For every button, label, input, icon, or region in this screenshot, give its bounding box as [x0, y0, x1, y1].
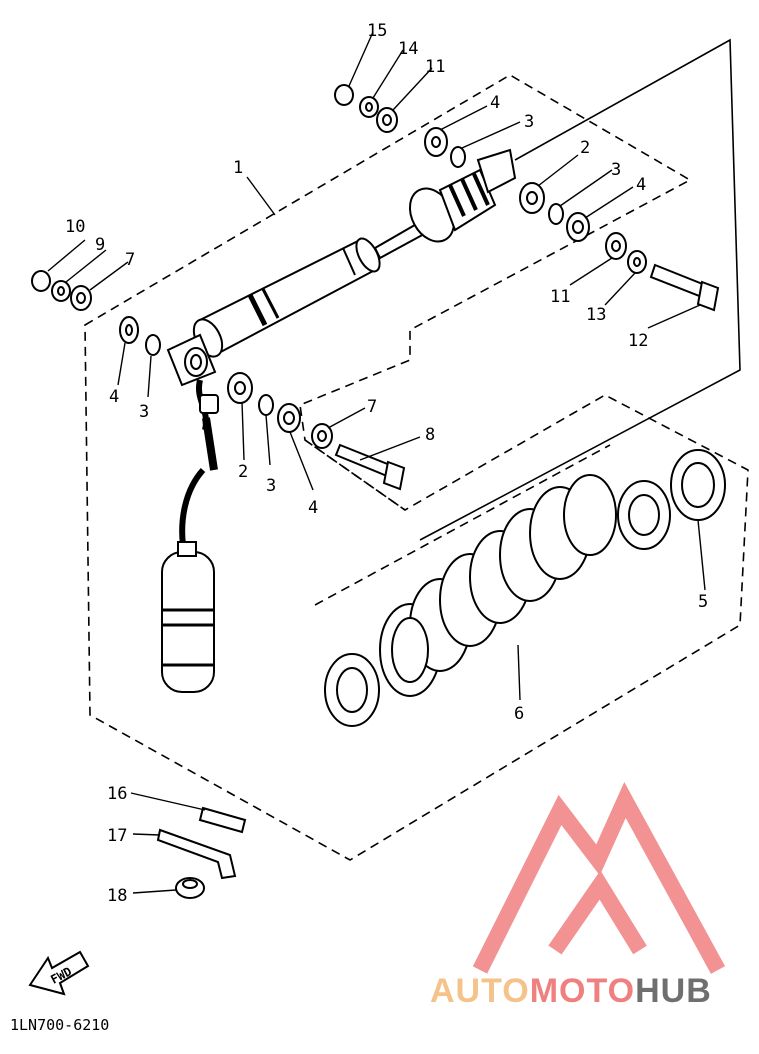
- coil-spring: [379, 474, 617, 697]
- callout-label: 10: [65, 217, 85, 237]
- callout-label: 16: [107, 784, 127, 804]
- callout-label: 7: [367, 397, 377, 417]
- hardware-parts: [31, 84, 720, 491]
- callout-numbers: 1 2 3 4 2 3 4 3 4 3 4 5 6 7 7 8 9 10 11 …: [65, 21, 708, 906]
- callout-label: 18: [107, 886, 127, 906]
- solid-group-outline: [419, 38, 741, 541]
- callout-label: 17: [107, 826, 127, 846]
- callout-label: 7: [125, 250, 135, 270]
- callout-label: 14: [398, 39, 418, 59]
- callout-label: 6: [514, 704, 524, 724]
- callout-label: 11: [425, 57, 445, 77]
- callout-label: 11: [550, 287, 570, 307]
- spring-seats: [324, 449, 726, 727]
- callout-label: 4: [636, 175, 646, 195]
- callout-label: 4: [109, 387, 119, 407]
- callout-label: 2: [580, 138, 590, 158]
- shock-absorber: [166, 148, 517, 387]
- callout-label: 13: [586, 305, 606, 325]
- watermark-text: AUTOMOTOHUB: [430, 972, 712, 1011]
- callout-label: 4: [308, 498, 318, 518]
- callout-label: 1: [233, 158, 243, 178]
- remote-reservoir: [161, 541, 215, 693]
- callout-label: 8: [425, 425, 435, 445]
- dashed-group-outline: [84, 74, 749, 861]
- callout-label: 9: [95, 235, 105, 255]
- callout-label: 3: [524, 112, 534, 132]
- callout-label: 15: [367, 21, 387, 41]
- watermark-hub: HUB: [635, 972, 712, 1010]
- watermark-moto: MOTO: [529, 972, 636, 1010]
- watermark-auto: AUTO: [430, 972, 530, 1010]
- callout-label: 3: [139, 402, 149, 422]
- callout-label: 5: [698, 592, 708, 612]
- callout-label: 3: [611, 160, 621, 180]
- fwd-arrow-icon: FWD: [28, 950, 90, 996]
- callout-label: 2: [238, 462, 248, 482]
- callout-label: 4: [490, 93, 500, 113]
- accessory-parts: [156, 806, 247, 899]
- reservoir-hose: [179, 379, 219, 546]
- leader-lines: [47, 31, 706, 894]
- callout-label: 12: [628, 331, 648, 351]
- automotohub-logo-icon: [472, 782, 726, 974]
- diagram-part-code: 1LN700-6210: [10, 1016, 110, 1034]
- callout-label: 3: [266, 476, 276, 496]
